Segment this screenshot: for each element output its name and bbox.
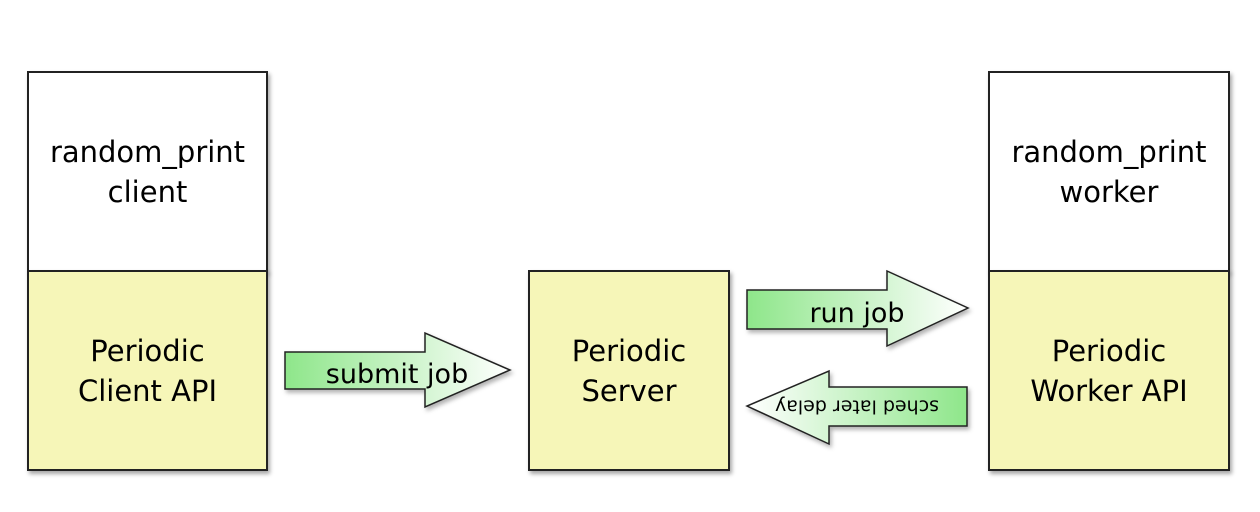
submit-job-arrow: submit job bbox=[284, 331, 512, 409]
worker-app-label: random_print worker bbox=[1011, 134, 1207, 209]
client-app-box: random_print client bbox=[27, 71, 268, 272]
run-job-label: run job bbox=[809, 298, 904, 329]
sched-later-delay-label: sched later delay bbox=[775, 396, 939, 418]
client-api-box: Periodic Client API bbox=[27, 270, 268, 471]
sched-later-delay-arrow: sched later delay bbox=[745, 369, 968, 446]
submit-job-label: submit job bbox=[326, 359, 468, 390]
sched-later-delay-arrow-shape bbox=[745, 369, 968, 446]
client-api-label: Periodic Client API bbox=[77, 333, 218, 408]
run-job-arrow: run job bbox=[746, 269, 970, 348]
run-job-arrow-shape bbox=[746, 269, 970, 348]
client-app-label: random_print client bbox=[49, 134, 246, 209]
submit-job-arrow-shape bbox=[284, 331, 512, 409]
server-label: Periodic Server bbox=[571, 333, 687, 408]
server-box: Periodic Server bbox=[528, 270, 730, 471]
worker-api-box: Periodic Worker API bbox=[988, 270, 1230, 471]
worker-api-label: Periodic Worker API bbox=[1030, 333, 1188, 408]
